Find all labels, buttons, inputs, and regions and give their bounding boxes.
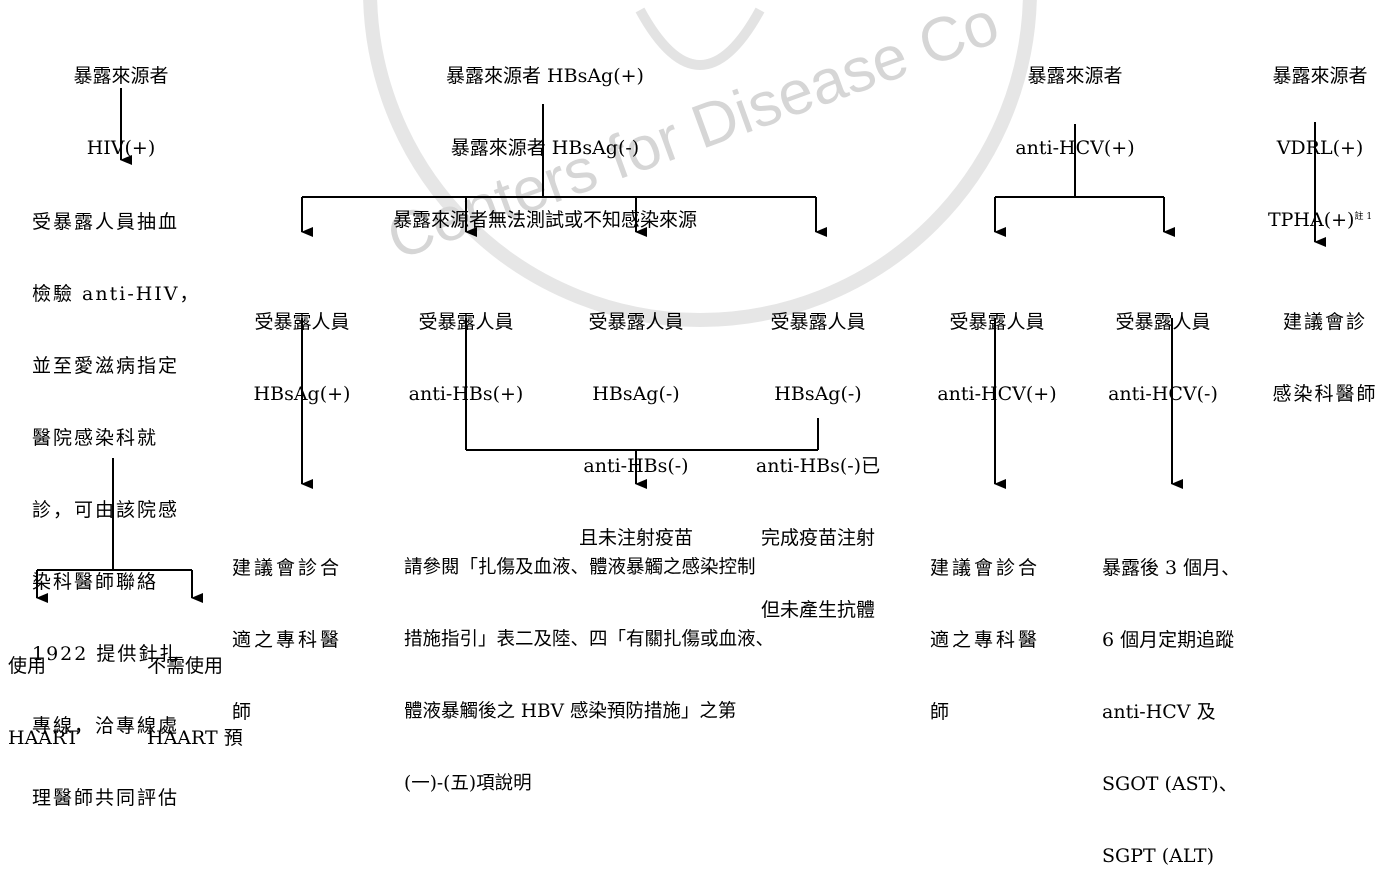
hbv-r2-line: 受暴露人員 [418,311,514,333]
hiv-box-line: 理醫師共同評估 [32,787,180,809]
hcv-follow-line: SGPT (ALT) [1102,845,1214,867]
syphilis-outcome-line: 建議會診 [1282,311,1367,333]
source-syphilis-line1: 暴露來源者 [1272,65,1368,87]
hbv-guide-line: (一)-(五)項說明 [404,773,532,794]
source-hbv: 暴露來源者 HBsAg(+) 暴露來源者 HBsAg(-) 暴露來源者無法測試或… [380,16,710,256]
hcv-r1-line: 受暴露人員 [949,311,1045,333]
hbv-r3-line: 受暴露人員 [588,311,684,333]
hiv-no-use-line: HAART 預 [147,727,243,749]
footnote-marker: 註 1 [1354,212,1373,222]
source-hbv-line3: 暴露來源者無法測試或不知感染來源 [392,209,697,231]
hcv-recipient-2: 受暴露人員 anti-HCV(-) [1088,262,1238,430]
source-syphilis: 暴露來源者 VDRL(+) TPHA(+)註 1 [1250,16,1390,256]
hcv-follow-line: 6 個月定期追蹤 [1102,629,1235,651]
source-syphilis-line2: VDRL(+) [1276,137,1364,159]
hcv-follow-line: anti-HCV 及 [1102,701,1216,723]
syphilis-outcome: 建議會診 感染科醫師 [1255,262,1395,430]
source-hbv-line1: 暴露來源者 HBsAg(+) [446,65,644,87]
hbv-spec-line: 建議會診合 [232,557,343,579]
hcv-spec-line: 建議會診合 [930,557,1041,579]
hbv-r4-line: 但未產生抗體 [760,599,875,621]
hbv-r3-line: 且未注射疫苗 [578,527,693,549]
hbv-r2-line: anti-HBs(+) [408,383,524,405]
hbv-r4-line: anti-HBs(-)已 [755,455,881,477]
hbv-r3-line: anti-HBs(-) [583,455,689,477]
hiv-box-line: 染科醫師聯絡 [32,571,159,593]
source-hiv: 暴露來源者 HIV(+) [41,16,201,184]
source-hbv-line2: 暴露來源者 HBsAg(-) [450,137,640,159]
hbv-recipient-4: 受暴露人員 HBsAg(-) anti-HBs(-)已 完成疫苗注射 但未產生抗… [736,262,900,646]
hiv-no-use-line: 不需使用 [147,655,224,677]
hbv-recipient-2: 受暴露人員 anti-HBs(+) [396,262,536,430]
hbv-spec-line: 適之專科醫 [232,629,343,651]
hbv-recipient-3: 受暴露人員 HBsAg(-) anti-HBs(-) 且未注射疫苗 [556,262,716,574]
hiv-box-line: 檢驗 anti-HIV， [32,283,201,305]
hcv-outcome-specialist: 建議會診合 適之專科醫 師 [930,508,1040,748]
hbv-recipient-1: 受暴露人員 HBsAg(+) [232,262,372,430]
hiv-outcome-use: 使用 HAART [8,606,79,774]
source-hiv-line2: HIV(+) [86,137,156,159]
hbv-spec-line: 師 [232,701,255,723]
hiv-use-line: 使用 [8,655,47,677]
hcv-follow-line: 暴露後 3 個月、 [1102,557,1241,579]
hiv-use-line: HAART [8,727,79,749]
hbv-guide-line: 請參閱「扎傷及血液、體液暴觸之感染控制 [404,557,756,578]
hcv-recipient-1: 受暴露人員 anti-HCV(+) [922,262,1072,430]
hbv-r4-line: HBsAg(-) [774,383,862,405]
hiv-box-line: 並至愛滋病指定 [32,355,180,377]
source-syphilis-tpha: TPHA(+) [1267,209,1355,231]
hbv-r4-line: 受暴露人員 [770,311,866,333]
syphilis-outcome-line: 感染科醫師 [1272,383,1378,405]
hcv-follow-line: SGOT (AST)、 [1102,773,1238,795]
hbv-outcome-specialist: 建議會診合 適之專科醫 師 [232,508,342,748]
hcv-outcome-followup: 暴露後 3 個月、 6 個月定期追蹤 anti-HCV 及 SGOT (AST)… [1102,508,1240,892]
hcv-r2-line: 受暴露人員 [1115,311,1211,333]
hiv-box-line: 診，可由該院感 [32,499,180,521]
source-hcv: 暴露來源者 anti-HCV(+) [995,16,1155,184]
hbv-r1-line: HBsAg(+) [253,383,351,405]
hbv-outcome-guideline: 請參閱「扎傷及血液、體液暴觸之感染控制 措施指引」表二及陸、四「有關扎傷或血液、… [404,508,774,820]
hcv-r1-line: anti-HCV(+) [937,383,1057,405]
hiv-box-line: 醫院感染科就 [32,427,159,449]
source-hiv-line1: 暴露來源者 [73,65,169,87]
source-syphilis-line3: TPHA(+)註 1 [1250,208,1390,232]
hbv-r4-line: 完成疫苗注射 [760,527,875,549]
hiv-outcome-no-use: 不需使用 HAART 預 [147,606,243,774]
hbv-guide-line: 措施指引」表二及陸、四「有關扎傷或血液、 [404,629,775,650]
hbv-r1-line: 受暴露人員 [254,311,350,333]
hbv-guide-line: 體液暴觸後之 HBV 感染預防措施」之第 [404,701,737,722]
hcv-spec-line: 師 [930,701,953,723]
flow-connectors [36,88,1326,603]
hbv-r3-line: HBsAg(-) [592,383,680,405]
hcv-r2-line: anti-HCV(-) [1108,383,1218,405]
hiv-box-line: 受暴露人員抽血 [32,211,180,233]
source-hcv-line2: anti-HCV(+) [1015,137,1135,159]
source-hcv-line1: 暴露來源者 [1027,65,1123,87]
hcv-spec-line: 適之專科醫 [930,629,1041,651]
